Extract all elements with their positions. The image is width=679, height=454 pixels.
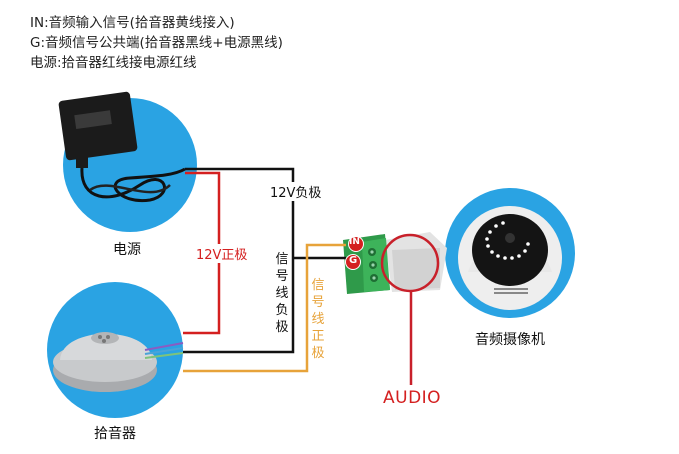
label-12v-positive: 12V正极 bbox=[195, 244, 249, 263]
audio-label: AUDIO bbox=[383, 388, 442, 408]
wire-12v-negative bbox=[183, 167, 295, 354]
power-supply-icon bbox=[58, 91, 197, 232]
label-signal-positive: 信号线正极 bbox=[311, 278, 325, 361]
pickup-icon bbox=[47, 282, 184, 418]
camera-label: 音频摄像机 bbox=[475, 332, 545, 348]
note-g: G:音频信号公共端(拾音器黑线+电源黑线) bbox=[30, 35, 283, 51]
note-power: 电源:拾音器红线接电源红线 bbox=[30, 55, 197, 71]
in-badge bbox=[348, 236, 364, 252]
wiring-notes: IN:音频输入信号(拾音器黄线接入) G:音频信号公共端(拾音器黑线+电源黑线)… bbox=[30, 13, 283, 73]
terminal-in-label: IN bbox=[349, 237, 360, 247]
note-in: IN:音频输入信号(拾音器黄线接入) bbox=[30, 15, 235, 31]
label-signal-negative: 信号线负极 bbox=[275, 251, 289, 336]
terminal-g-label: G bbox=[349, 255, 358, 266]
pickup-label: 拾音器 bbox=[94, 426, 136, 442]
camera-icon bbox=[445, 188, 575, 318]
wire-signal-positive bbox=[183, 243, 346, 373]
power-supply-label: 电源 bbox=[113, 242, 141, 258]
label-12v-negative: 12V负极 bbox=[269, 182, 323, 201]
g-badge bbox=[345, 254, 361, 270]
